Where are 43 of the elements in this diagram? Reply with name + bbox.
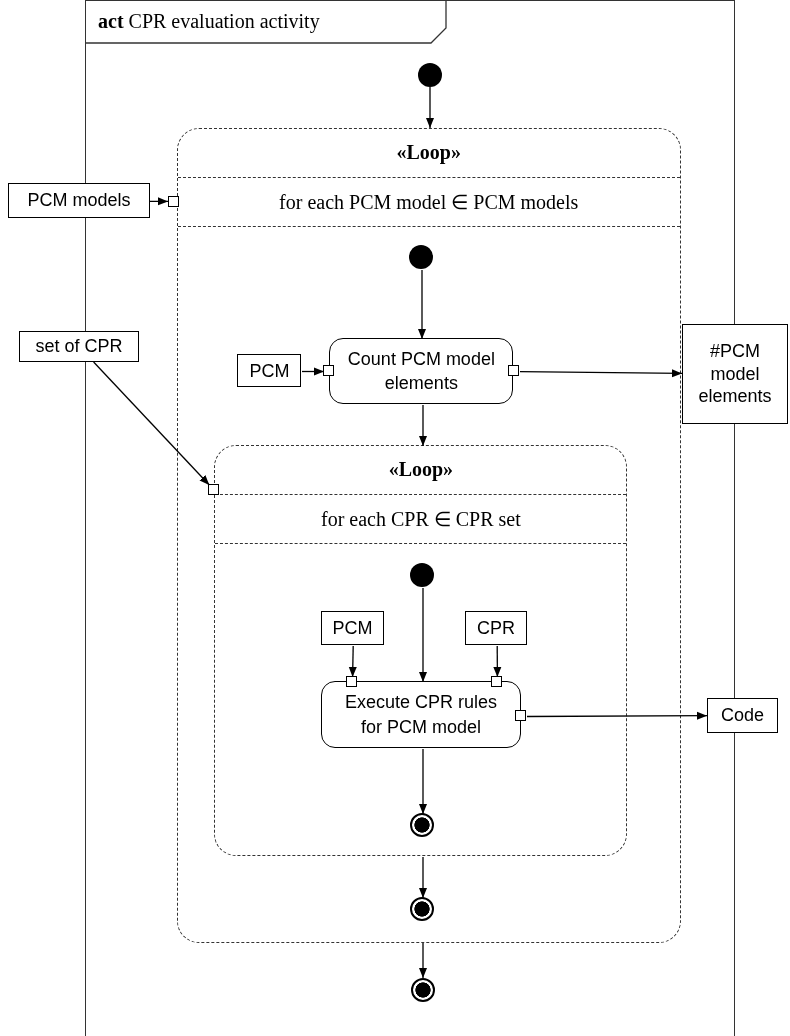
loop-region xyxy=(214,445,628,857)
activity-final-node xyxy=(410,813,435,838)
arrow xyxy=(419,748,427,815)
loop-stereotype: «Loop» xyxy=(387,458,455,482)
activity-final-node xyxy=(410,897,435,922)
object-node: PCM models xyxy=(8,183,150,218)
arrow xyxy=(92,361,210,486)
loop-condition: for each CPR ∈ CPR set xyxy=(320,507,522,532)
object-node: PCM xyxy=(237,354,302,388)
arrow xyxy=(526,711,708,720)
object-node: Code xyxy=(707,698,778,733)
pin xyxy=(167,195,179,207)
initial-node xyxy=(409,245,434,270)
object-node: PCM xyxy=(321,611,385,646)
action-node: Execute CPR rules for PCM model xyxy=(321,681,522,749)
arrow xyxy=(426,86,434,129)
arrow xyxy=(149,197,169,206)
object-node: set of CPR xyxy=(19,331,139,362)
pin xyxy=(346,676,358,688)
arrow xyxy=(419,856,427,899)
frame-title: act CPR evaluation activity xyxy=(98,10,320,33)
pin xyxy=(515,710,527,722)
initial-node xyxy=(410,563,435,588)
object-node: #PCM model elements xyxy=(682,324,788,424)
arrow xyxy=(418,269,426,340)
pin xyxy=(491,676,503,688)
arrow xyxy=(519,369,683,378)
loop-region xyxy=(176,127,681,943)
arrow xyxy=(493,645,502,678)
arrow xyxy=(301,367,325,376)
object-node: CPR xyxy=(465,611,528,646)
arrow xyxy=(419,942,427,979)
loop-condition: for each PCM model ∈ PCM models xyxy=(278,189,580,214)
arrow xyxy=(419,404,427,447)
loop-stereotype: «Loop» xyxy=(395,140,462,164)
action-node: Count PCM model elements xyxy=(329,338,514,405)
activity-final-node xyxy=(410,977,435,1002)
arrow xyxy=(348,645,357,678)
arrow xyxy=(419,587,427,683)
pin xyxy=(208,484,220,496)
pin xyxy=(323,365,335,377)
initial-node xyxy=(417,62,442,87)
pin xyxy=(508,365,520,377)
